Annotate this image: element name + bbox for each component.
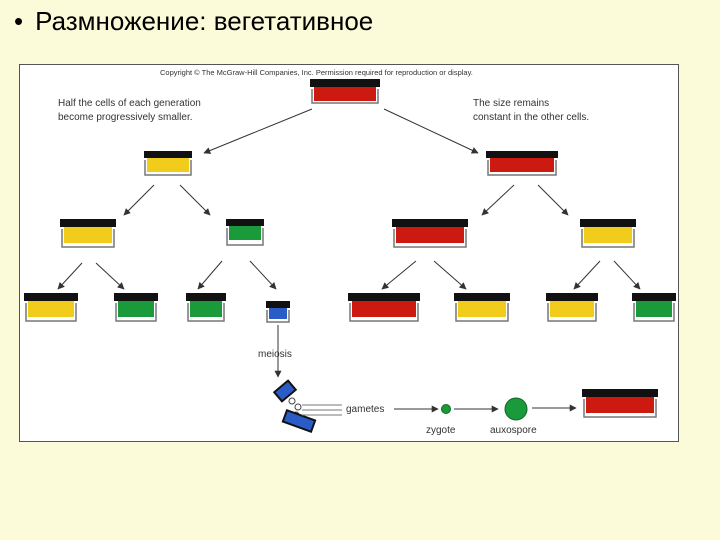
left-note-line2: become progressively smaller. — [58, 112, 193, 123]
arrows — [57, 108, 641, 413]
zygote-dot — [441, 404, 451, 414]
arrow — [381, 260, 417, 290]
arrow — [249, 260, 277, 290]
arrow — [57, 262, 83, 290]
right-note-line2: constant in the other cells. — [473, 112, 589, 123]
arrow — [95, 262, 125, 290]
copyright-text: Copyright © The McGraw-Hill Companies, I… — [160, 68, 473, 77]
arrow — [613, 260, 641, 290]
arrow — [481, 184, 515, 216]
arrow — [537, 184, 569, 216]
meiosis-label: meiosis — [258, 349, 292, 360]
diatom-cell-red — [582, 389, 658, 418]
left-note-line1: Half the cells of each generation — [58, 98, 201, 109]
diatom-cell-green — [632, 293, 676, 322]
diatom-cell-yellow — [144, 151, 192, 176]
slide-title: • Размножение: вегетативное — [14, 6, 373, 37]
diatom-cell-green — [186, 293, 226, 322]
diatom-cell-red — [310, 79, 380, 104]
arrow — [433, 260, 467, 290]
arrow — [203, 108, 313, 154]
bullet: • — [14, 6, 24, 36]
auxospore-label: auxospore — [490, 425, 537, 436]
diatom-cell-yellow — [580, 219, 636, 248]
auxospore-circle — [504, 397, 528, 421]
diatom-cell-blue — [266, 301, 290, 323]
diatom-cell-yellow — [24, 293, 78, 322]
arrow — [123, 184, 155, 216]
right-note-line1: The size remains — [473, 98, 549, 109]
diatom-cell-red — [348, 293, 420, 322]
arrow — [383, 108, 479, 154]
diatom-cell-red — [486, 151, 558, 176]
arrow — [197, 260, 223, 290]
diatom-cell-yellow — [454, 293, 510, 322]
arrow — [179, 184, 211, 216]
zygote-label: zygote — [426, 425, 456, 436]
gamete-lines — [302, 404, 342, 416]
diatom-reproduction-figure: Copyright © The McGraw-Hill Companies, I… — [19, 64, 679, 442]
diatom-cell-green — [114, 293, 158, 322]
diatom-cell-yellow — [60, 219, 116, 248]
gametes-label: gametes — [346, 404, 384, 415]
diatom-cell-red — [392, 219, 468, 248]
diatom-cell-yellow — [546, 293, 598, 322]
arrow — [573, 260, 601, 290]
diatom-cell-green — [226, 219, 264, 246]
title-text: Размножение: вегетативное — [35, 6, 374, 36]
gamete-cell — [272, 379, 317, 434]
